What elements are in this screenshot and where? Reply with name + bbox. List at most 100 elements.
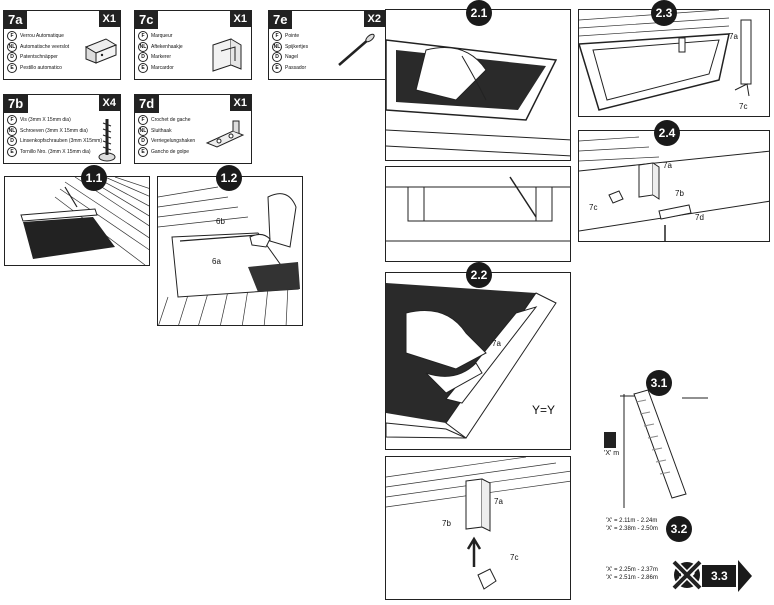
label-6b: 6b [216, 217, 225, 226]
label-x-m: 'X' m [604, 450, 620, 457]
latch-block-icon [84, 38, 118, 64]
step-3-1-illustration [604, 389, 708, 508]
measurement-a1: 'X' = 2.11m - 2.24m [606, 518, 658, 524]
part-name: Schroeven (3mm X 15mm dia) [20, 127, 88, 134]
step-2-4-panel: 7a 7b 7c 7d [578, 130, 770, 242]
part-name: Pestillo automatico [20, 64, 62, 71]
step-2-3-illustration [579, 10, 752, 111]
cross-out-icon [672, 560, 702, 590]
step-2-4-illustration [579, 136, 769, 241]
label-7c-2-2b: 7c [510, 553, 519, 562]
lang-code: NL [138, 41, 148, 52]
lang-code: D [138, 136, 148, 147]
part-name: Tornillo Nro. (3mm X 15mm dia) [20, 148, 91, 155]
part-name: Gancho de golpe [151, 148, 190, 155]
step-badge-3-3: 3.3 [711, 569, 728, 583]
step-1-1-illustration [20, 177, 149, 265]
lang-code: E [272, 62, 282, 73]
step-2-3-panel: 7a 7c [578, 9, 770, 117]
measurement-a2: 'X' = 2.38m - 2.50m [606, 526, 658, 532]
step-2-2b-panel: 7a 7b 7c [385, 456, 571, 600]
step-badge-3-2: 3.2 [666, 516, 692, 542]
lang-code: D [272, 52, 282, 63]
step-badge-2-2: 2.2 [466, 262, 492, 288]
lang-code: D [7, 52, 17, 63]
step-2-2-illustration [386, 283, 557, 439]
part-name: Vis (3mm X 15mm dia) [20, 117, 71, 123]
measurement-block-a: 'X' = 2.11m - 2.24m 'X' = 2.38m - 2.50m [606, 517, 658, 533]
part-qty: X1 [229, 95, 251, 111]
step-3-3-arrow: 3.3 [702, 565, 736, 587]
part-name: Linsenkopfschrauben (3mm X15mm) [20, 138, 102, 144]
part-name: Spijkertjes [285, 43, 309, 50]
lang-code: NL [7, 125, 17, 136]
lang-code: F [7, 31, 17, 42]
part-name: Verrou Automatique [20, 33, 64, 39]
part-name: Aftekenhaakje [151, 43, 183, 50]
lang-code: NL [138, 125, 148, 136]
lang-code: E [7, 146, 17, 157]
step-1-1-panel [4, 176, 150, 266]
step-1-2-illustration [158, 186, 300, 325]
step-2-1-section-panel [385, 166, 571, 262]
lang-code: E [138, 62, 148, 73]
step-2-1-panel [385, 9, 571, 161]
label-7b-2-4: 7b [675, 189, 684, 198]
step-badge-1-1: 1.1 [81, 165, 107, 191]
part-qty: X1 [98, 11, 120, 27]
part-name: Sluithaak [151, 127, 172, 134]
label-y-top: Y [510, 321, 516, 330]
part-name: Patentschnäpper [20, 54, 58, 60]
step-badge-2-1: 2.1 [466, 0, 492, 26]
part-name: Passador [285, 64, 307, 71]
part-name: Automatische veerslot [20, 43, 70, 50]
step-2-2-panel: Y 7a Y Y=Y [385, 272, 571, 450]
label-7c-2-3: 7c [739, 102, 748, 111]
part-name: Verriegelungshaken [151, 138, 196, 144]
part-qty: X1 [229, 11, 251, 27]
screw-icon [98, 119, 116, 162]
strike-hook-icon [205, 120, 245, 148]
lang-code: NL [7, 41, 17, 52]
label-7c-2-4: 7c [589, 203, 598, 212]
lang-code: F [272, 31, 282, 42]
part-code: 7e [269, 11, 293, 29]
part-qty: X2 [363, 11, 385, 27]
step-2-1-illustration [386, 39, 570, 157]
lang-code: F [138, 115, 148, 126]
label-7b-2-2b: 7b [442, 519, 451, 528]
marker-bracket-icon [212, 38, 242, 72]
lang-code: F [7, 115, 17, 126]
part-qty: X4 [98, 95, 120, 111]
step-1-2-panel: 6b 6a [157, 176, 303, 326]
lang-code: F [138, 31, 148, 42]
part-name: Marqueur [151, 33, 173, 39]
frame-section-illustration [386, 176, 570, 242]
part-code: 7d [135, 95, 160, 113]
part-name: Markerer [151, 54, 172, 60]
measurement-b1: 'X' = 2.25m - 2.37m [606, 567, 658, 573]
label-y-equals-y: Y=Y [532, 403, 556, 417]
label-7a-2-4: 7a [663, 161, 672, 170]
part-name: Crochet de gache [151, 117, 191, 123]
lang-code: NL [272, 41, 282, 52]
label-7a-2-2: 7a [492, 339, 501, 348]
lang-code: D [7, 136, 17, 147]
step-badge-2-3: 2.3 [651, 0, 677, 26]
next-arrow-icon [738, 560, 752, 592]
label-y-bottom: Y [456, 389, 462, 398]
lang-code: E [7, 62, 17, 73]
measurement-block-b: 'X' = 2.25m - 2.37m 'X' = 2.51m - 2.86m [606, 566, 658, 582]
part-code: 7c [135, 11, 159, 29]
label-7a-2-3: 7a [729, 32, 738, 41]
